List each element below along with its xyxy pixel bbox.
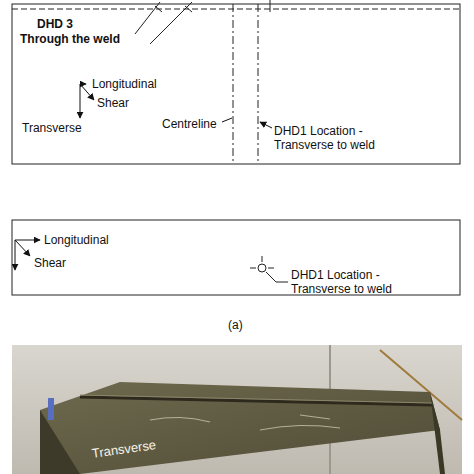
axis-label: Transverse bbox=[22, 121, 82, 135]
callout-label: Through the weld bbox=[20, 32, 120, 46]
centreline-label: Centreline bbox=[160, 117, 219, 131]
axis-label: Longitudinal bbox=[92, 77, 157, 91]
axis-label: Shear bbox=[97, 96, 129, 110]
location-label: DHD1 Location - Transverse to weld bbox=[274, 124, 386, 153]
panel-label: (a) bbox=[228, 318, 243, 332]
axis-label: Shear bbox=[34, 256, 66, 270]
axis-label: Longitudinal bbox=[44, 233, 109, 247]
plan-view bbox=[12, 0, 460, 164]
side-view bbox=[12, 220, 460, 295]
callout-label: DHD 3 bbox=[37, 17, 73, 31]
location-label: DHD1 Location - Transverse to weld bbox=[291, 268, 403, 297]
photo bbox=[12, 345, 462, 474]
